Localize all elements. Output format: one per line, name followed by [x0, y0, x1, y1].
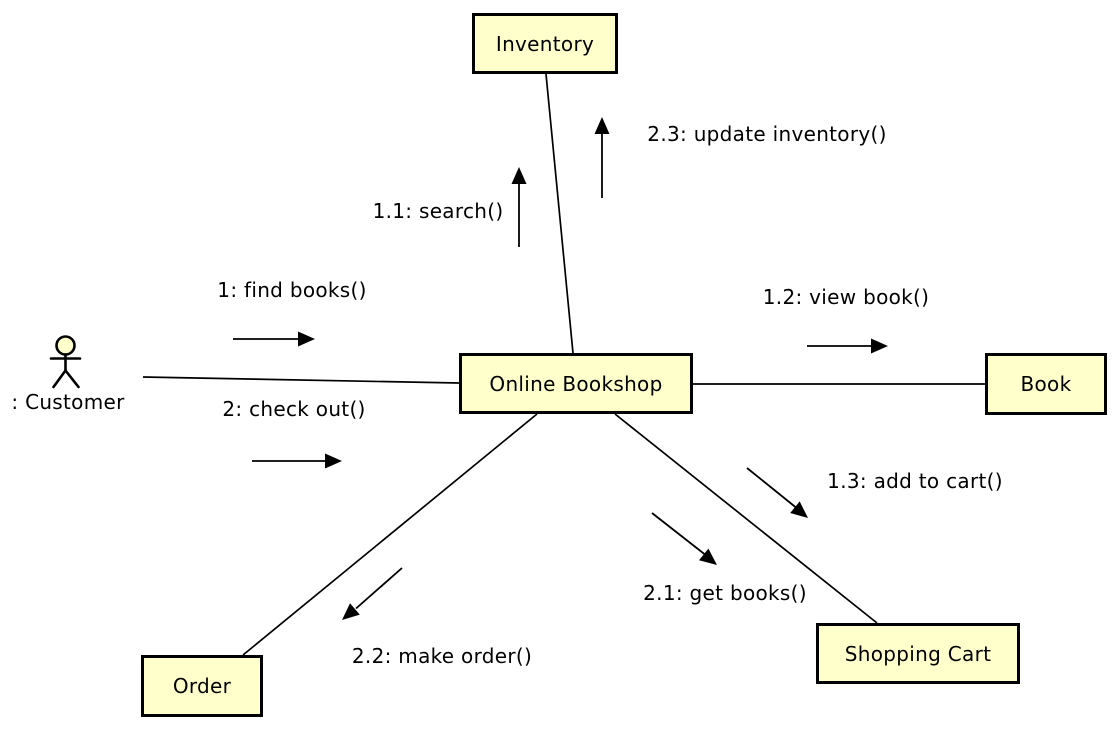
actor-customer-figure — [49, 335, 82, 389]
node-inventory: Inventory — [472, 13, 618, 74]
link-bookshop-order — [242, 413, 538, 656]
arrow-head-down-left-icon — [342, 603, 360, 620]
node-order-label: Order — [172, 674, 232, 698]
message-arrow-make-order — [342, 567, 403, 620]
message-arrow-get-books — [651, 512, 717, 565]
message-label-check-out: 2: check out() — [222, 397, 366, 421]
node-inventory-label: Inventory — [495, 31, 595, 56]
node-order: Order — [141, 655, 263, 717]
message-arrow-find-books — [233, 331, 315, 347]
node-shopping-cart: Shopping Cart — [816, 623, 1020, 684]
node-book: Book — [985, 353, 1107, 415]
message-label-make-order: 2.2: make order() — [351, 644, 533, 668]
arrow-head-down-right-icon — [699, 548, 717, 565]
message-label-find-books: 1: find books() — [217, 278, 367, 302]
message-label-update-inventory: 2.3: update inventory() — [647, 122, 887, 146]
message-arrow-view-book — [807, 338, 888, 354]
link-bookshop-inventory — [545, 73, 574, 354]
node-online-bookshop: Online Bookshop — [459, 353, 693, 414]
message-arrow-add-to-cart — [746, 467, 808, 518]
arrow-head-right-icon — [298, 331, 315, 347]
actor-customer-label: : Customer — [11, 390, 125, 414]
arrow-head-right-icon — [871, 338, 888, 354]
node-book-label: Book — [1020, 372, 1072, 396]
arrow-head-up-icon — [511, 167, 527, 184]
node-shopping-cart-label: Shopping Cart — [844, 641, 992, 666]
arrow-head-down-right-icon — [790, 501, 808, 518]
message-label-view-book: 1.2: view book() — [762, 285, 930, 309]
link-bookshop-shopping-cart — [614, 413, 878, 624]
message-label-add-to-cart: 1.3: add to cart() — [827, 469, 1003, 493]
link-customer-bookshop — [142, 376, 460, 384]
message-arrow-check-out — [252, 453, 342, 469]
message-label-search: 1.1: search() — [372, 199, 504, 223]
message-arrow-search — [511, 167, 527, 247]
actor-right-leg — [64, 369, 80, 389]
actor-head — [55, 335, 76, 356]
actor-left-leg — [52, 369, 67, 389]
arrow-head-up-icon — [594, 117, 610, 134]
message-arrow-update-inventory — [594, 117, 610, 198]
arrow-shaft — [746, 467, 797, 509]
arrow-shaft — [355, 567, 403, 610]
arrow-shaft — [651, 512, 706, 556]
arrow-head-right-icon — [325, 453, 342, 469]
message-label-get-books: 2.1: get books() — [643, 581, 807, 605]
node-online-bookshop-label: Online Bookshop — [489, 371, 663, 396]
